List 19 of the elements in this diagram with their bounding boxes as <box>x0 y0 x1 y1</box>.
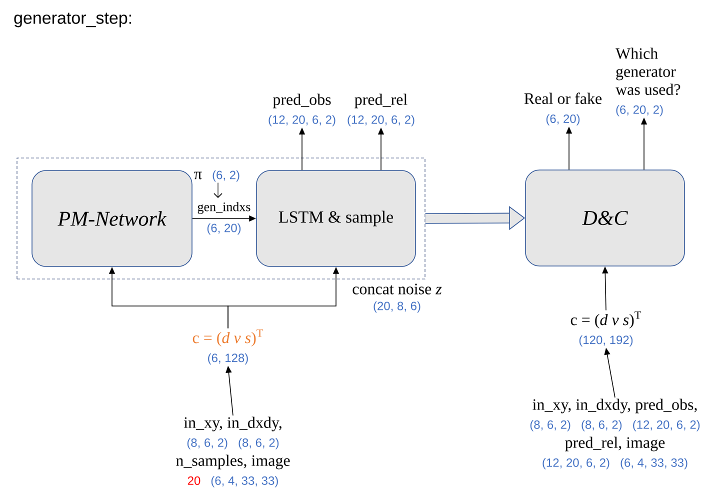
input-list: in_xy, in_dxdy, pred_obs, (8, 6, 2) (8, 6, 2) (12, 20, 6, 2) pred_rel, image (12, 20, 6, 2) (6, 4, 33, 33) <box>530 398 700 470</box>
input-list: in_xy, in_dxdy, (8, 6, 2) (8, 6, 2) n_samples, image 20 (6, 4, 33, 33) <box>176 416 290 488</box>
symbol-label: π (6, 2) <box>194 170 240 182</box>
output-label: pred_rel (12, 20, 6, 2) <box>348 94 414 126</box>
formula-label: c = (d v s)$^{T}$ (6, 128) <box>192 329 264 365</box>
process-box: PM-Network <box>32 170 192 267</box>
output-label: pred_obs (12, 20, 6, 2) <box>268 94 336 126</box>
process-box: D&C <box>525 170 685 266</box>
process-box: LSTM & sample <box>256 170 416 267</box>
edge-label: gen_indxs <box>196 201 252 215</box>
output-label: Real or fake (6, 20) <box>524 92 602 126</box>
arrow <box>214 182 222 198</box>
title: generator_step: <box>14 12 132 28</box>
formula-label: c = (d v s)$^{T}$ (120, 192) <box>570 311 642 347</box>
note-label: concat noise z <box>352 284 442 294</box>
dashed-frame <box>16 158 426 280</box>
tuple-label: (6, 20) <box>207 223 241 235</box>
output-label: Which generator was used? (6, 20, 2) <box>616 48 680 116</box>
tuple-label: (20, 8, 6) <box>374 301 420 313</box>
